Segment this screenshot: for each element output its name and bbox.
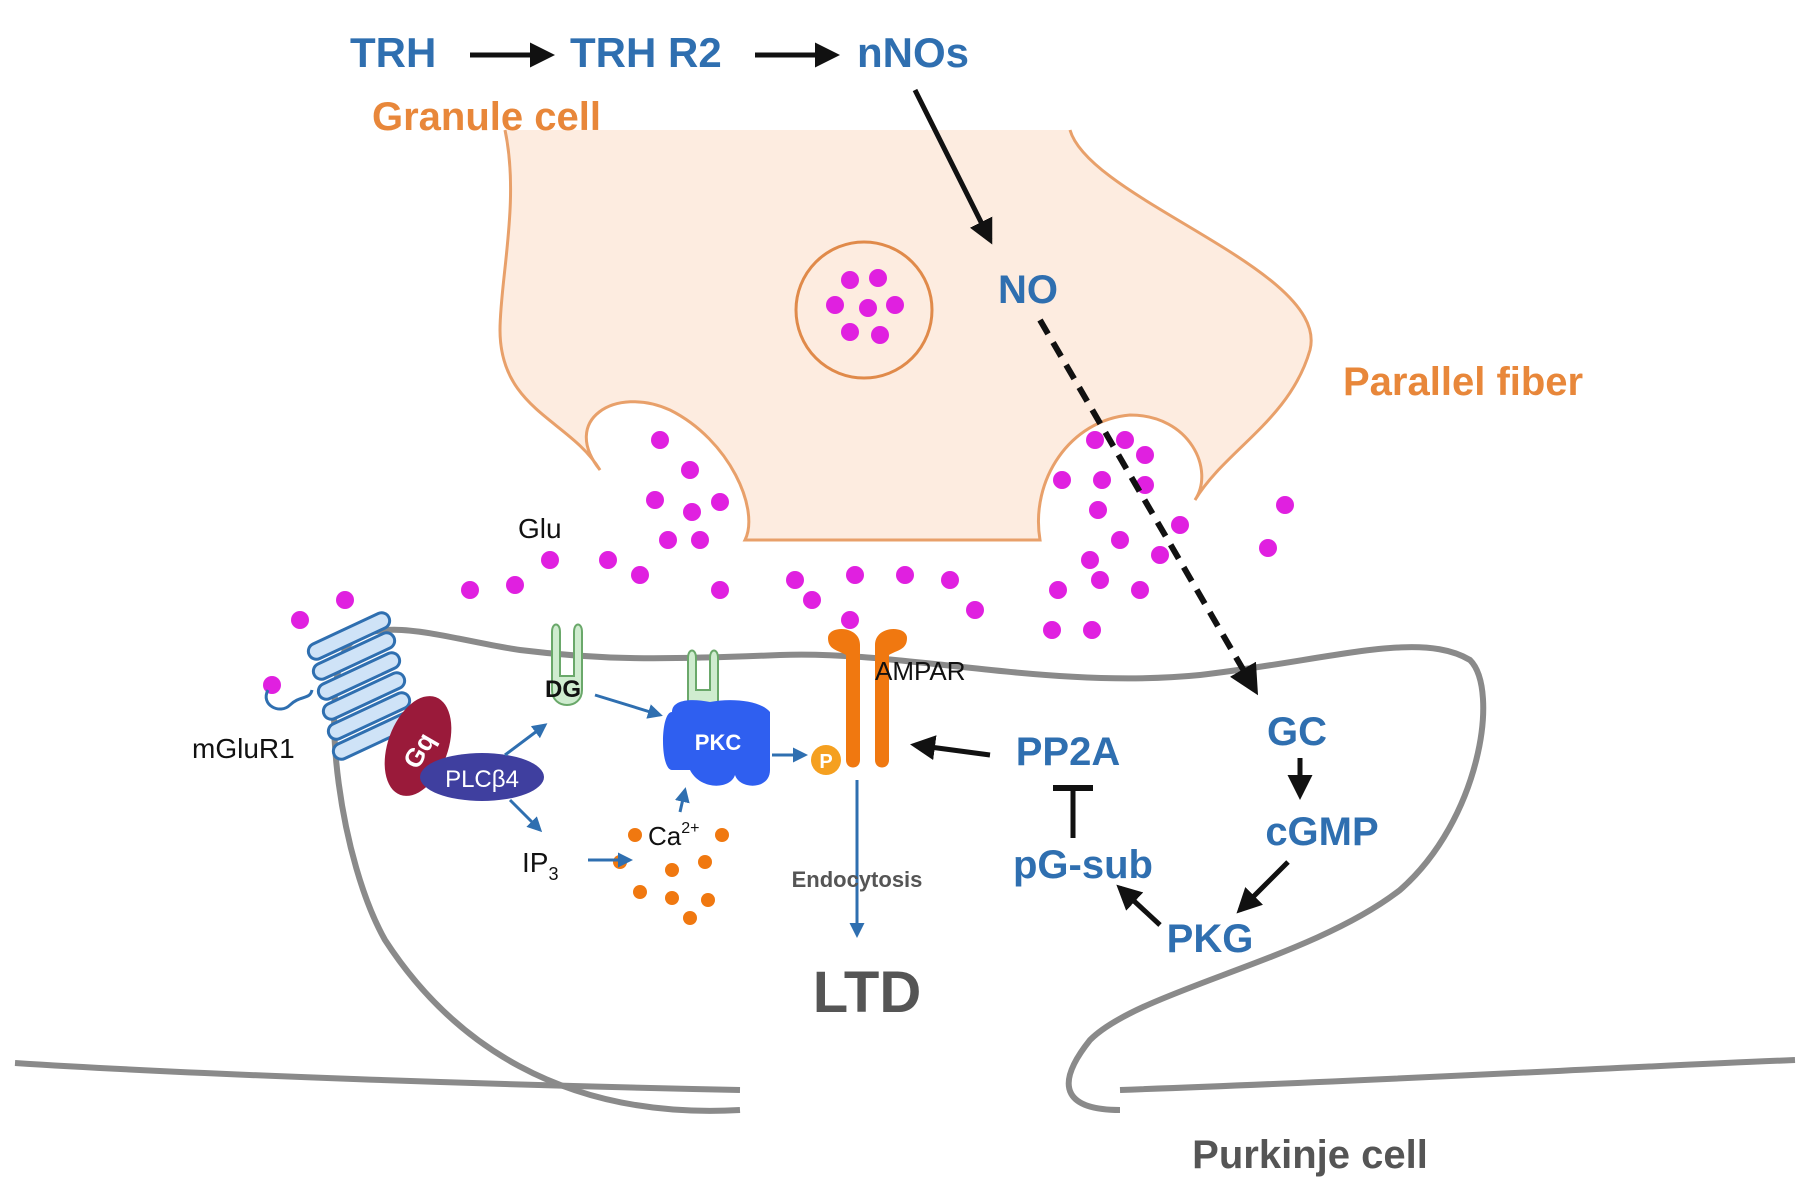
glutamate-dot — [711, 493, 729, 511]
trh-r2-label: TRH R2 — [570, 29, 722, 76]
glutamate-dot — [461, 581, 479, 599]
glutamate-dot — [871, 326, 889, 344]
mglur1-label: mGluR1 — [192, 733, 295, 764]
glutamate-dot — [1083, 621, 1101, 639]
glutamate-dot — [1043, 621, 1061, 639]
calcium-dot — [665, 863, 679, 877]
glutamate-dot — [631, 566, 649, 584]
glutamate-dot — [1081, 551, 1099, 569]
calcium-dot — [665, 891, 679, 905]
glutamate-dot — [1089, 501, 1107, 519]
parallel-fiber-label: Parallel fiber — [1343, 360, 1583, 404]
arrow-cgmp-to-pkg — [1236, 860, 1290, 914]
glutamate-dot — [1116, 431, 1134, 449]
dg-lipid — [551, 623, 583, 706]
glutamate-dot — [803, 591, 821, 609]
glutamate-dot — [1053, 471, 1071, 489]
glutamate-dot — [941, 571, 959, 589]
ca-label: Ca2+ — [648, 820, 700, 851]
glutamate-dot — [683, 503, 701, 521]
glutamate-dot — [1171, 516, 1189, 534]
calcium-dot — [633, 885, 647, 899]
glutamate-dot — [711, 581, 729, 599]
granule-cell-label: Granule cell — [372, 95, 601, 139]
glutamate-dot — [966, 601, 984, 619]
pkc-label: PKC — [695, 730, 742, 755]
no-label: NO — [998, 268, 1058, 312]
glutamate-dot — [826, 296, 844, 314]
ip3-label: IP3 — [522, 847, 558, 884]
glutamate-dot — [1086, 431, 1104, 449]
pkc-enzyme — [663, 649, 770, 786]
glutamate-dot — [1091, 571, 1109, 589]
glutamate-dot — [336, 591, 354, 609]
glutamate-dot — [541, 551, 559, 569]
glutamate-dot — [599, 551, 617, 569]
calcium-dot — [683, 911, 697, 925]
ampar-receptor — [828, 628, 907, 768]
glutamate-dot — [841, 323, 859, 341]
glutamate-dot — [896, 566, 914, 584]
calcium-dot — [701, 893, 715, 907]
glutamate-dot — [886, 296, 904, 314]
arrow-ca-to-pkc — [675, 787, 690, 813]
glutamate-dot — [859, 299, 877, 317]
mglur1-ligand-loop — [264, 689, 314, 711]
glutamate-dot — [263, 676, 281, 694]
ampar-label: AMPAR — [875, 656, 966, 686]
endocytosis-label: Endocytosis — [792, 867, 923, 892]
glutamate-dot — [691, 531, 709, 549]
glutamate-dot — [786, 571, 804, 589]
arrow-pp2a-to-ampar — [910, 735, 991, 761]
pkg-label: PKG — [1167, 917, 1254, 961]
plcb4-enzyme — [420, 753, 544, 801]
glutamate-dot — [651, 431, 669, 449]
calcium-dot — [613, 855, 627, 869]
gc-label: GC — [1267, 710, 1327, 754]
glutamate-dot — [1151, 546, 1169, 564]
glutamate-dot — [1131, 581, 1149, 599]
pg-sub-label: pG-sub — [1013, 843, 1153, 887]
glutamate-dot — [1136, 446, 1154, 464]
glutamate-dot — [841, 611, 859, 629]
trh-label: TRH — [350, 29, 436, 76]
glutamate-dot — [846, 566, 864, 584]
purkinje-dendrite-membrane — [14, 1057, 1796, 1093]
purkinje-spine-membrane — [331, 626, 1487, 1114]
arrow-plc-to-ip3 — [508, 798, 543, 833]
purkinje-cell-label: Purkinje cell — [1192, 1133, 1428, 1177]
arrow-dg-to-pkc — [594, 693, 663, 719]
plcb4-label: PLCβ4 — [445, 766, 519, 793]
phosphate-label: P — [819, 751, 832, 773]
glutamate-dot — [646, 491, 664, 509]
glutamate-dot — [1259, 539, 1277, 557]
calcium-dot — [628, 828, 642, 842]
arrow-nnos-to-no — [912, 88, 993, 245]
glutamate-dot — [291, 611, 309, 629]
cgmp-label: cGMP — [1265, 810, 1378, 854]
glutamate-molecules — [263, 269, 1294, 694]
glutamate-dot — [659, 531, 677, 549]
phosphate-group — [811, 745, 841, 775]
glutamate-dot — [1111, 531, 1129, 549]
pp2a-label: PP2A — [1016, 730, 1121, 774]
arrow-pkg-to-pgsub — [1116, 884, 1162, 927]
dg-label: DG — [545, 676, 581, 703]
ltd-label: LTD — [813, 960, 921, 1025]
glu-label: Glu — [518, 513, 562, 544]
arrow-no-to-gc — [1037, 318, 1259, 696]
glutamate-dot — [1276, 496, 1294, 514]
glutamate-dot — [681, 461, 699, 479]
arrow-plc-to-dg — [504, 723, 548, 757]
glutamate-dot — [1093, 471, 1111, 489]
glutamate-dot — [869, 269, 887, 287]
glutamate-dot — [841, 271, 859, 289]
nnos-label: nNOs — [857, 29, 969, 76]
calcium-dot — [698, 855, 712, 869]
glutamate-dot — [506, 576, 524, 594]
glutamate-dot — [1049, 581, 1067, 599]
calcium-dot — [715, 828, 729, 842]
